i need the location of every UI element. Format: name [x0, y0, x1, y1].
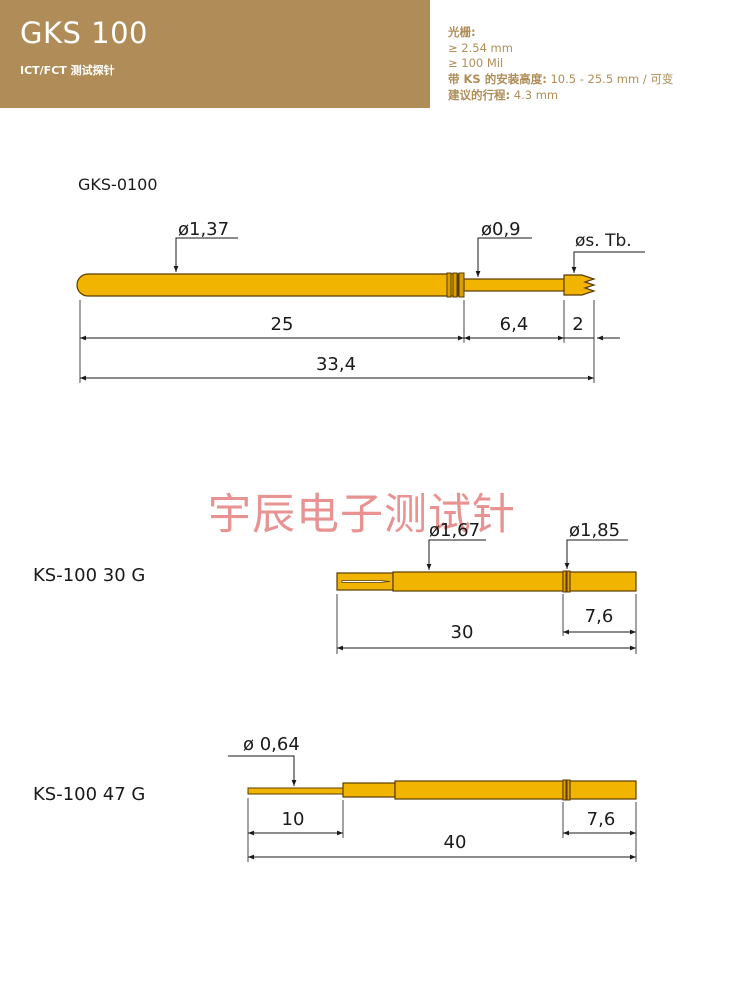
socket-collar	[569, 780, 637, 800]
socket-barrel	[394, 780, 564, 800]
header-banner: GKS 100 ICT/FCT 测试探针	[0, 0, 430, 108]
product-title: GKS 100	[20, 16, 148, 50]
probe-ring	[458, 272, 465, 298]
probe-gks-drawing: ø1,37 ø0,9 øs. Tb. 25 6,4 2 33,4	[76, 219, 645, 383]
socket-collar-ring	[562, 779, 567, 801]
socket-47g-drawing: ø 0,64 10 7,6 40	[228, 734, 637, 862]
dim-47g-len-tail: 10	[282, 809, 305, 830]
dim-30g-len-total: 30	[451, 622, 474, 643]
dim-47g-dia-tail: ø 0,64	[243, 734, 300, 755]
dim-gks-tip-style: øs. Tb.	[575, 231, 632, 251]
dim-47g-len-total: 40	[444, 832, 467, 853]
probe-crown-tip	[563, 274, 596, 296]
spec-height-label: 带 KS 的安装高度:	[448, 72, 547, 86]
watermark-text: 宇辰电子测试针	[208, 490, 516, 540]
spec-grid-label: 光栅:	[448, 25, 476, 39]
spec-height-value: 10.5 - 25.5 mm / 可变	[546, 72, 674, 86]
spec-stroke-label: 建议的行程:	[448, 88, 511, 102]
model-label-ks30g: KS-100 30 G	[33, 565, 146, 586]
spec-stroke: 建议的行程: 4.3 mm	[448, 88, 558, 103]
dim-gks-len-body: 25	[271, 314, 294, 335]
socket-collar	[569, 571, 637, 592]
spec-stroke-value: 4.3 mm	[510, 88, 559, 102]
dim-30g-dia-barrel: ø1,67	[429, 520, 480, 541]
dim-gks-len-tip: 2	[572, 314, 583, 335]
socket-barrel	[392, 571, 564, 592]
dim-gks-dia-body: ø1,37	[178, 219, 229, 240]
socket-tail-pin	[247, 787, 344, 795]
dim-gks-len-plunger: 6,4	[500, 314, 529, 335]
model-label-gks: GKS-0100	[78, 175, 158, 194]
socket-collar-ring	[562, 570, 567, 593]
model-label-ks47g: KS-100 47 G	[33, 784, 146, 805]
spec-grid-mil: ≥ 100 Mil	[448, 56, 504, 70]
socket-slot	[341, 580, 391, 583]
dim-47g-len-collar: 7,6	[587, 809, 616, 830]
dim-gks-dia-plunger: ø0,9	[481, 219, 521, 240]
socket-step	[342, 782, 396, 798]
spec-height: 带 KS 的安装高度: 10.5 - 25.5 mm / 可变	[448, 72, 673, 87]
spec-panel	[430, 0, 750, 108]
spec-grid-mm: ≥ 2.54 mm	[448, 41, 513, 55]
probe-plunger	[463, 278, 565, 292]
product-subtitle: ICT/FCT 测试探针	[20, 64, 115, 77]
dim-30g-len-collar: 7,6	[585, 606, 614, 627]
dim-gks-len-total: 33,4	[316, 354, 356, 375]
probe-ring	[446, 272, 452, 298]
probe-body	[76, 273, 459, 297]
probe-ring	[452, 272, 458, 298]
dim-30g-dia-collar: ø1,85	[569, 520, 620, 541]
socket-30g-drawing: ø1,67 ø1,85 7,6 30	[336, 520, 637, 654]
